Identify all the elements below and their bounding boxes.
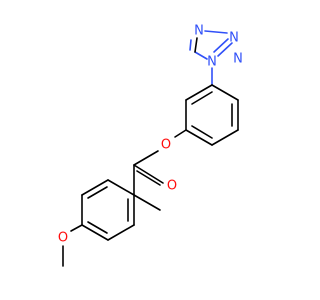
ester-group <box>133 129 187 196</box>
bond-ring1-f <box>185 84 213 101</box>
phenyl-ring <box>185 84 239 146</box>
bond-c-o-double-1 <box>133 164 164 184</box>
bond-ring2-e-inner <box>87 221 108 234</box>
atom-n4-label: N <box>233 52 243 67</box>
bond-o-carbonyl-c <box>133 150 159 166</box>
bond-n2-n3-double <box>213 38 229 53</box>
bond-ring2-f <box>107 224 135 241</box>
bond-ring-o <box>174 129 187 138</box>
atom-o-methoxy-label: O <box>58 231 68 246</box>
bond-ring1-c <box>211 129 239 146</box>
bond-ring1-d <box>185 129 213 146</box>
bond-n1-n2 <box>204 30 228 34</box>
bond-ring1-f-inner <box>191 91 213 105</box>
atom-n2-label: N <box>229 31 239 46</box>
bond-ring2-b <box>107 179 135 196</box>
bond-c-n4 <box>194 37 198 53</box>
atom-n3-label: N <box>207 55 217 70</box>
bond-n3-c <box>194 51 208 60</box>
tetrazole-ring <box>189 30 233 86</box>
bond-ring1-a <box>211 84 239 101</box>
atom-labels: N N N N O O O <box>58 24 243 246</box>
atom-o-ester-label: O <box>161 138 171 153</box>
bond-n2-n3 <box>217 42 233 57</box>
methoxyphenyl-ring <box>81 179 161 241</box>
bond-c-n4-double <box>189 39 192 51</box>
bond-ring2-a <box>133 194 161 211</box>
bond-ring-methoxy-o <box>70 224 83 232</box>
molecule-structure: N N N N O O O <box>58 24 243 267</box>
bond-ring2-e <box>81 224 109 241</box>
methoxy-group <box>62 194 83 267</box>
bond-c-o-double-2 <box>136 170 161 186</box>
bond-ring2-c <box>81 179 109 196</box>
atom-n1-label: N <box>194 24 204 39</box>
bond-ring2-c-inner <box>87 186 108 199</box>
atom-o-carbonyl-label: O <box>167 179 177 194</box>
bond-ring1-d-inner <box>191 125 213 139</box>
